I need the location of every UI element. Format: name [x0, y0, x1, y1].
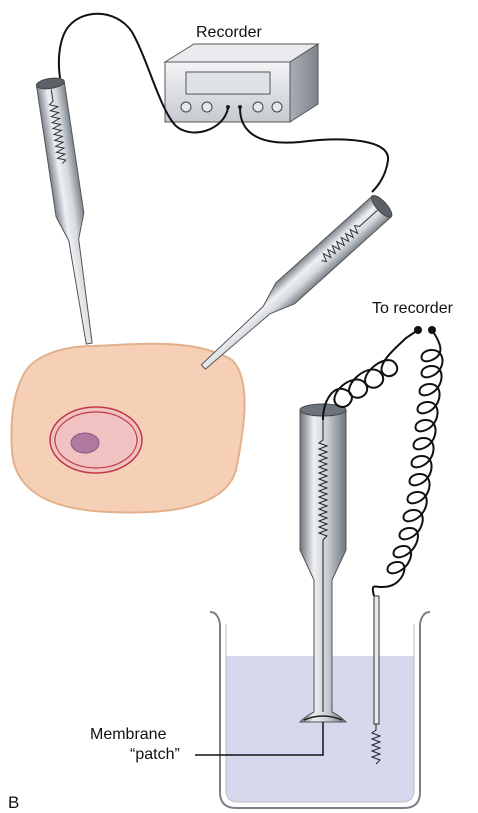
- recorder-label: Recorder: [196, 24, 262, 42]
- recorder-terminal: [428, 326, 436, 334]
- membrane-patch-label-line2: “patch”: [130, 746, 180, 764]
- to-recorder-label: To recorder: [372, 300, 453, 318]
- reference-lead-coil: [373, 330, 443, 596]
- recorder-terminal: [414, 326, 422, 334]
- recorder-display: [186, 72, 270, 94]
- recorder-knob: [202, 102, 212, 112]
- membrane-patch-label-line1: Membrane: [90, 726, 166, 744]
- recorder-knob: [272, 102, 282, 112]
- recorder-knob: [253, 102, 263, 112]
- recorder-device: [165, 44, 318, 122]
- panel-letter: B: [8, 794, 19, 812]
- nucleolus: [71, 433, 99, 453]
- extracellular-electrode: [36, 76, 103, 345]
- recorder-knob: [181, 102, 191, 112]
- cell: [11, 344, 244, 513]
- intracellular-electrode: [194, 193, 395, 378]
